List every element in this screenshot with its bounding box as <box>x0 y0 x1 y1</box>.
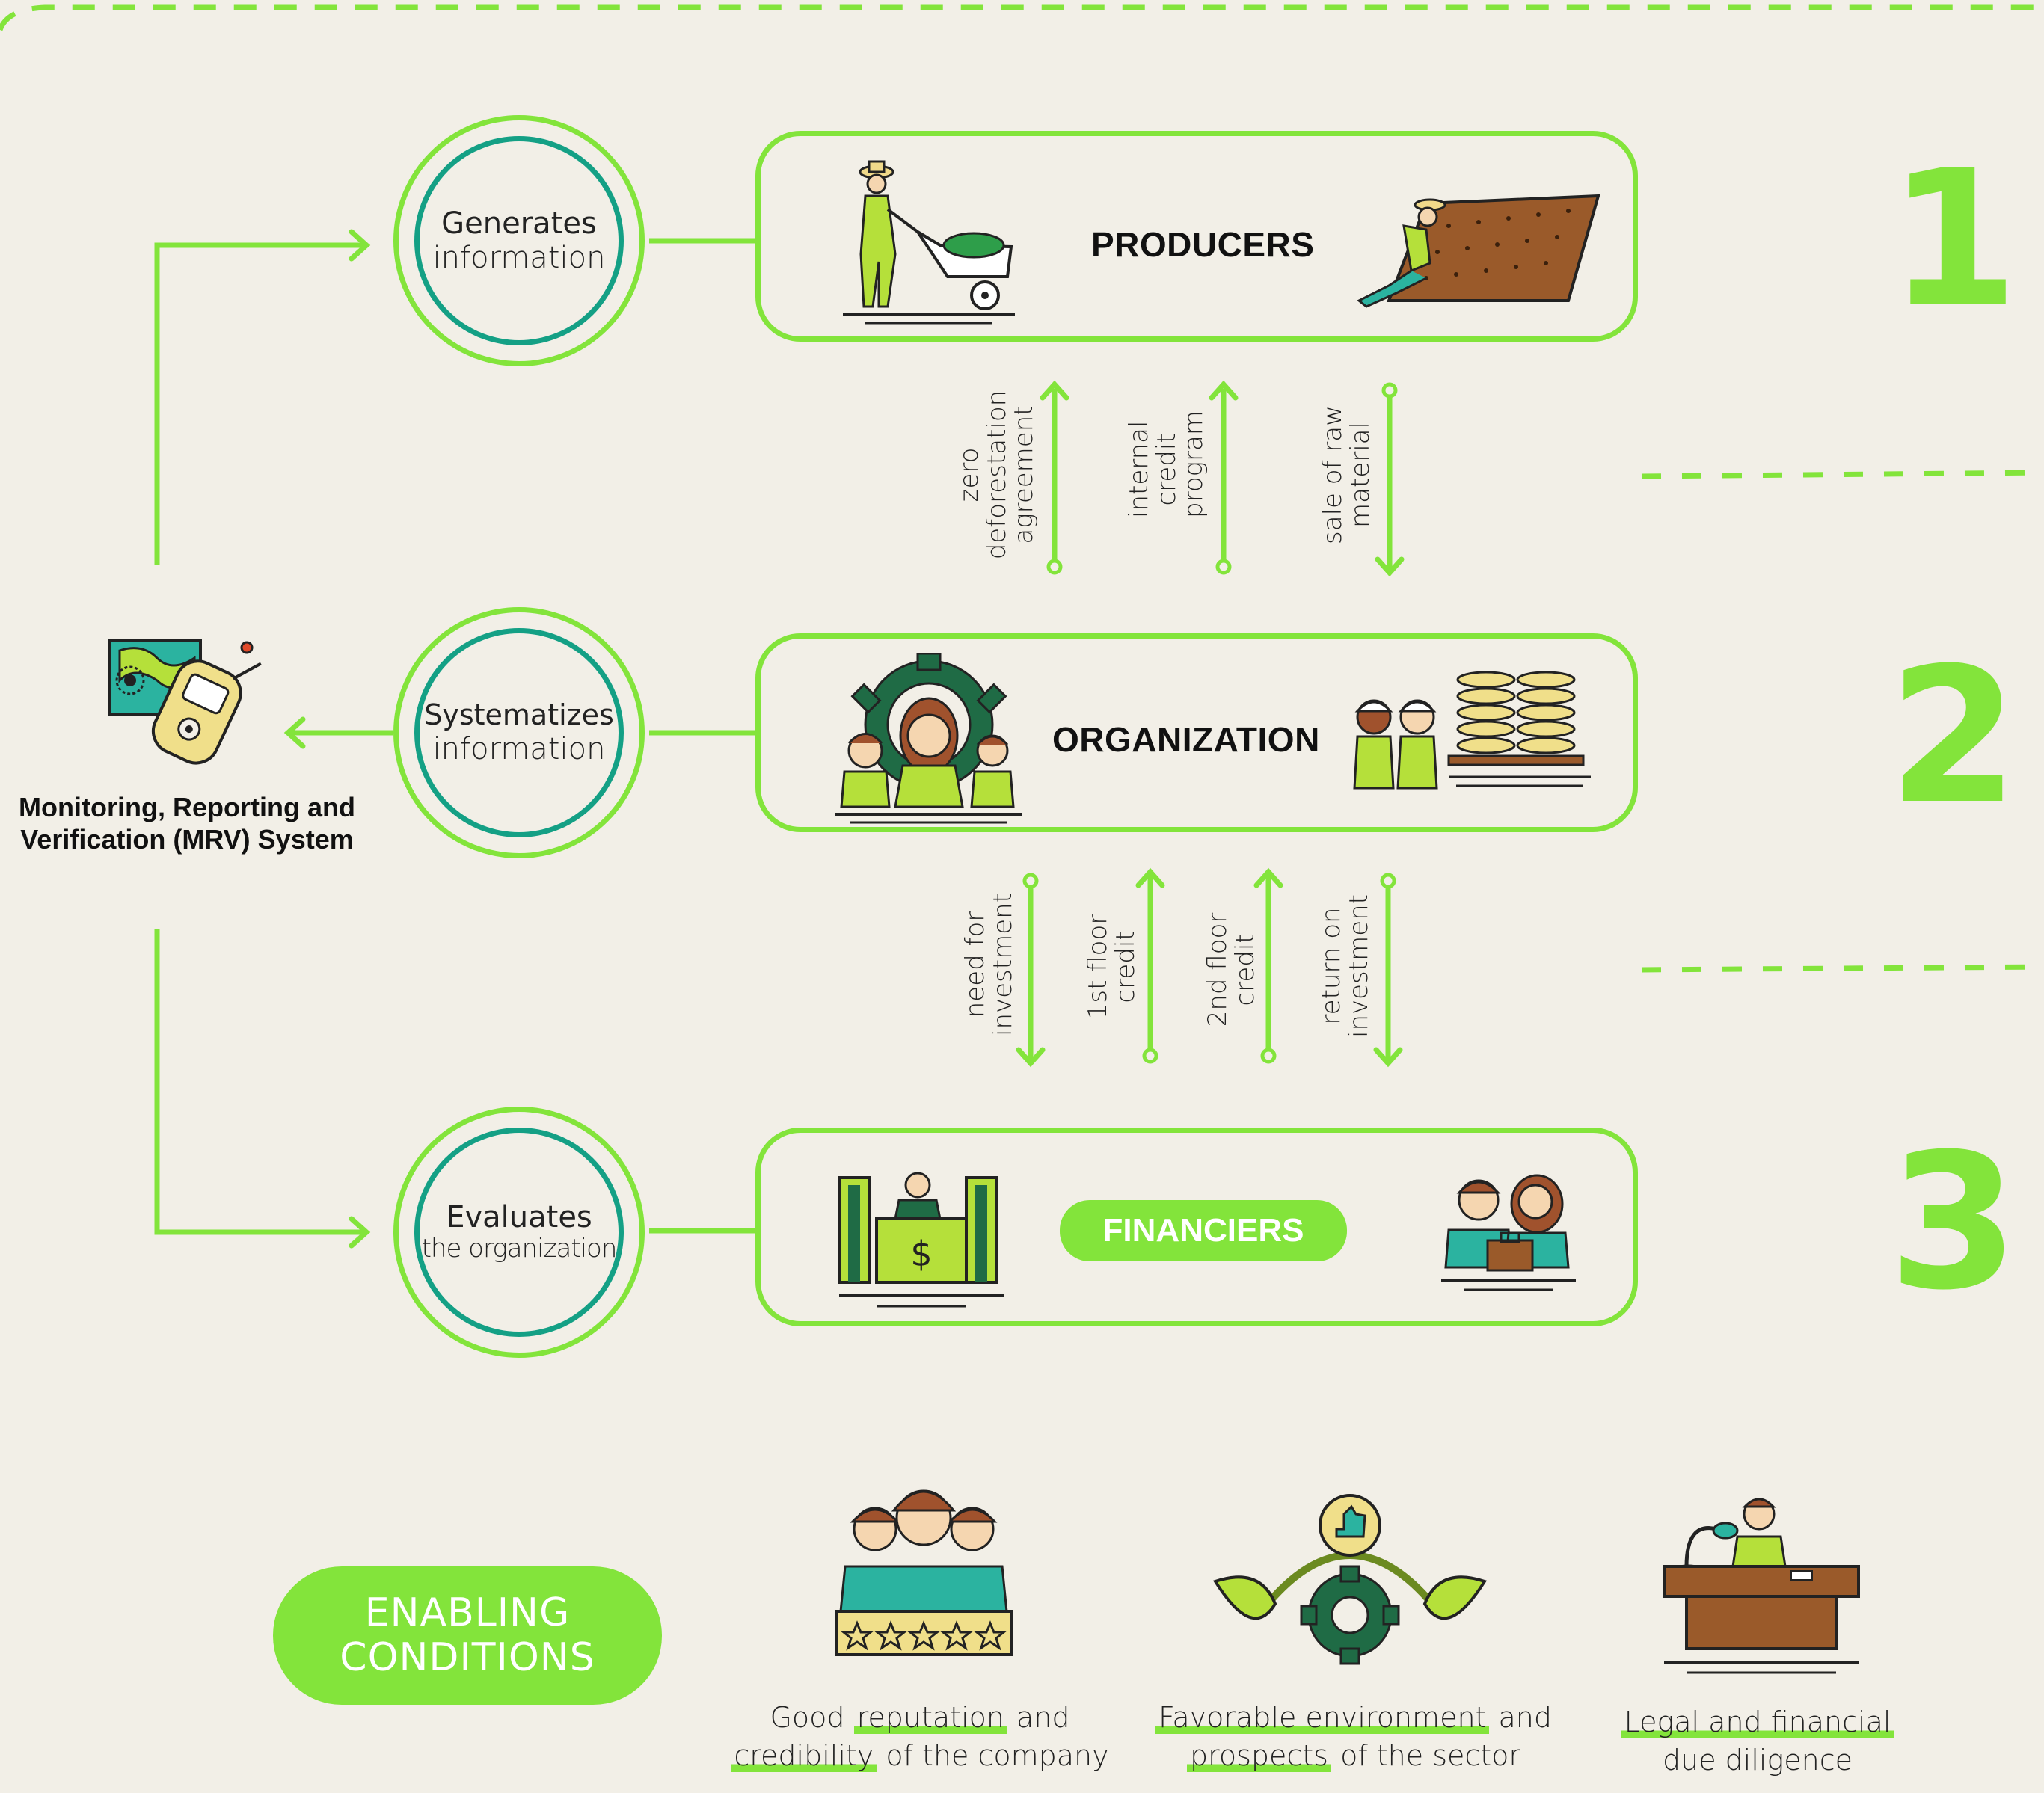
farmer-field-icon <box>1357 194 1600 308</box>
step-2-circle-line2: information <box>432 731 606 766</box>
step-1-circle-line2: information <box>432 241 606 275</box>
step-2-number: 2 <box>1888 627 2019 845</box>
step-2-circle-line1: Systematizes <box>424 698 614 732</box>
step-2-circle-inner: Systematizes information <box>414 628 624 837</box>
condition-environment-text: Favorable environment and prospects of t… <box>1144 1699 1563 1776</box>
mrv-arrowhead-top <box>349 229 371 262</box>
separator-dashed-2 <box>1641 964 2044 973</box>
workers-sacks-icon <box>1353 671 1591 790</box>
organization-box: ORGANIZATION <box>755 633 1638 832</box>
flow-arrows-2-3 <box>1016 867 1403 1068</box>
legal-desk-icon <box>1663 1498 1860 1674</box>
top-dashed-border <box>0 4 2044 31</box>
enabling-conditions-pill: ENABLING CONDITIONS <box>273 1566 662 1705</box>
mrv-arrowhead-mid <box>283 716 306 749</box>
step-2-circle: Systematizes information <box>393 607 645 858</box>
step-3-circle-line2: the organization <box>421 1234 618 1264</box>
mrv-line-bottom <box>154 929 363 1235</box>
mrv-label-line2: Verification (MRV) System <box>20 824 354 855</box>
investors-briefcase-icon <box>1441 1174 1576 1291</box>
step-1-number: 1 <box>1888 130 2019 348</box>
producers-title: PRODUCERS <box>1091 225 1315 264</box>
financiers-title: FINANCIERS <box>1060 1200 1347 1261</box>
svg-text:$: $ <box>910 1234 932 1274</box>
condition-reputation-text: Good reputation and credibility of the c… <box>718 1699 1122 1776</box>
step-1-circle-line1: Generates <box>441 206 597 241</box>
mrv-label-line1: Monitoring, Reporting and <box>19 792 355 822</box>
step-3-circle: Evaluates the organization <box>393 1107 645 1358</box>
separator-dashed-1 <box>1641 470 2044 479</box>
step-3-circle-inner: Evaluates the organization <box>414 1128 624 1337</box>
mrv-system-label: Monitoring, Reporting and Verification (… <box>0 791 374 855</box>
environment-gear-icon <box>1212 1494 1488 1665</box>
farmer-wheelbarrow-icon <box>843 160 1015 325</box>
flow-arrows-1-2 <box>1040 380 1405 577</box>
condition-legal-text: Legal and financial due diligence <box>1593 1703 1922 1780</box>
team-gear-icon <box>835 653 1022 824</box>
step-3-number: 3 <box>1888 1113 2019 1331</box>
mrv-line-top <box>154 242 363 565</box>
step-1-circle-inner: Generates information <box>414 136 624 345</box>
organization-title: ORGANIZATION <box>1052 720 1320 759</box>
step-3-circle-line1: Evaluates <box>446 1200 592 1235</box>
gps-map-icon <box>108 639 262 765</box>
mrv-arrowhead-bottom <box>349 1216 371 1249</box>
bank-teller-icon: $ <box>838 1172 1004 1308</box>
producers-box: PRODUCERS <box>755 131 1638 342</box>
enabling-line2: CONDITIONS <box>340 1634 595 1680</box>
financiers-box: $ FINANCIERS <box>755 1128 1638 1326</box>
enabling-line1: ENABLING <box>364 1590 571 1635</box>
step-1-circle: Generates information <box>393 115 645 366</box>
team-rating-icon <box>835 1489 1013 1656</box>
